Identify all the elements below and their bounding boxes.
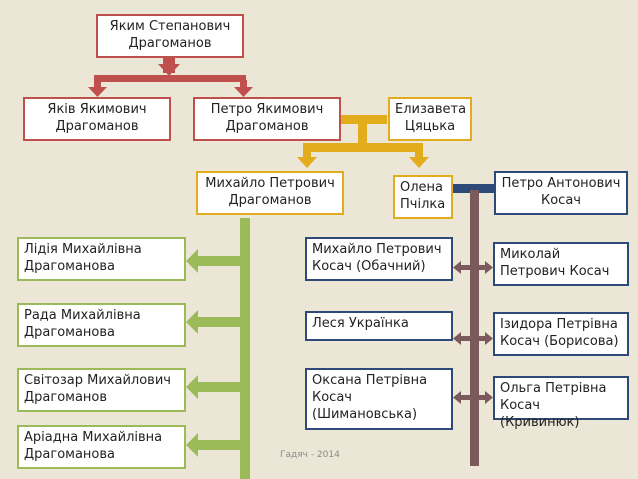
kosach-connector	[453, 184, 494, 466]
person-ariadna-drahomanova: Аріадна Михайлівна Драгоманова	[17, 425, 186, 469]
person-mykola-kosach: Миколай Петрович Косач	[493, 242, 629, 286]
person-name: Світозар Михайлович Драгоманов	[24, 373, 171, 405]
person-name: Миколай Петрович Косач	[500, 247, 610, 279]
footer-text: Гадяч - 2014	[280, 450, 340, 460]
person-petro-drahomanov: Петро Якимович Драгоманов	[193, 97, 341, 141]
person-oksana-kosach: Оксана Петрівна Косач (Шимановська)	[305, 368, 453, 430]
person-name: Петро Антонович Косач	[501, 176, 621, 208]
person-lesia-ukrainka: Леся Українка	[305, 311, 453, 341]
person-svitozar-drahomanov: Світозар Михайлович Драгоманов	[17, 368, 186, 412]
person-yakim-drahomanov: Яким Степанович Драгоманов	[96, 14, 244, 58]
person-name: Олена Пчілка	[400, 180, 446, 212]
person-izydora-kosach: Ізидора Петрівна Косач (Борисова)	[493, 312, 629, 356]
person-name: Петро Якимович Драгоманов	[210, 102, 324, 134]
red-connector	[88, 57, 253, 97]
person-name: Ізидора Петрівна Косач (Борисова)	[500, 317, 619, 349]
person-name: Лідія Михайлівна Драгоманова	[24, 242, 142, 274]
person-name: Яків Якимович Драгоманов	[47, 102, 147, 134]
green-connector	[186, 218, 250, 479]
person-name: Елизавета Цяцька	[395, 102, 467, 134]
person-olena-pchilka: Олена Пчілка	[393, 175, 453, 219]
person-olha-kosach: Ольга Петрівна Косач (Кривинюк)	[493, 376, 629, 430]
gold-connector	[297, 115, 429, 168]
person-name: Михайло Петрович Драгоманов	[205, 176, 335, 208]
person-yakiv-drahomanov: Яків Якимович Драгоманов	[23, 97, 171, 141]
person-lidiia-drahomanova: Лідія Михайлівна Драгоманова	[17, 237, 186, 281]
person-yelyzaveta-tsiatska: Елизавета Цяцька	[388, 97, 472, 141]
person-name: Михайло Петрович Косач (Обачний)	[312, 242, 442, 274]
person-mykhailo-drahomanov: Михайло Петрович Драгоманов	[196, 171, 344, 215]
person-petro-kosach: Петро Антонович Косач	[494, 171, 628, 215]
person-name: Леся Українка	[312, 316, 409, 331]
person-name: Яким Степанович Драгоманов	[109, 19, 231, 51]
person-name: Оксана Петрівна Косач (Шимановська)	[312, 373, 428, 422]
person-mykhailo-kosach: Михайло Петрович Косач (Обачний)	[305, 237, 453, 281]
person-name: Аріадна Михайлівна Драгоманова	[24, 430, 163, 462]
person-name: Ольга Петрівна Косач (Кривинюк)	[500, 381, 607, 430]
person-rada-drahomanova: Рада Михайлівна Драгоманова	[17, 303, 186, 347]
person-name: Рада Михайлівна Драгоманова	[24, 308, 141, 340]
